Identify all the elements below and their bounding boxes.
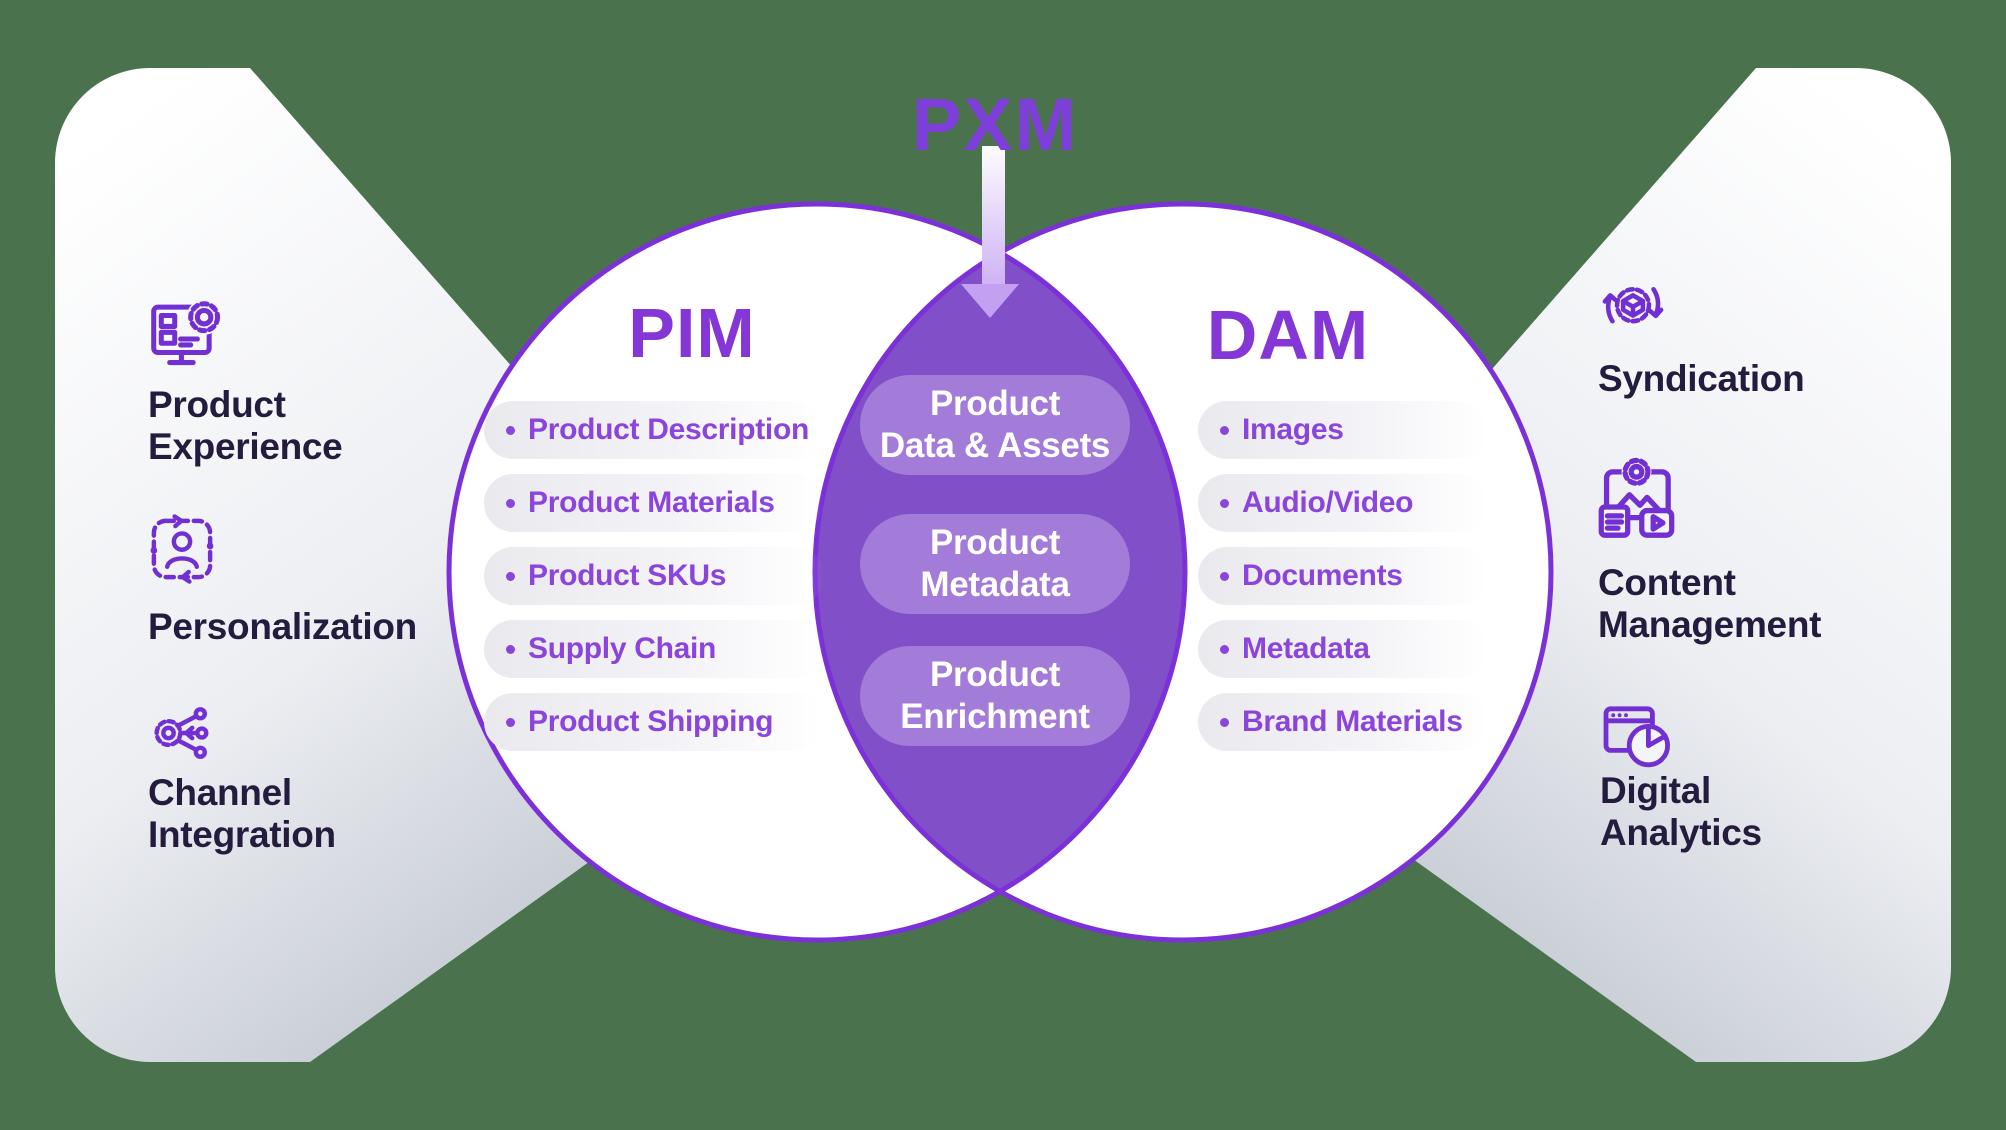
dam-list-item: Images xyxy=(1198,401,1488,459)
dam-list-item: Metadata xyxy=(1198,620,1488,678)
overlap-pill-product-data-assets: Product Data & Assets xyxy=(860,375,1130,475)
bullet-dot xyxy=(1220,498,1229,508)
bullet-dot xyxy=(506,425,515,435)
dam-list-item: Documents xyxy=(1198,547,1488,605)
bullet-dot xyxy=(1220,644,1229,654)
label-personalization: Personalization xyxy=(148,606,417,647)
label-digital-analytics: Digital Analytics xyxy=(1600,770,1762,853)
monitor-gear-icon xyxy=(147,292,231,376)
dam-list-item: Brand Materials xyxy=(1198,693,1488,751)
overlap-pill-product-enrichment: Product Enrichment xyxy=(860,646,1130,746)
bullet-dot xyxy=(506,571,515,581)
browser-pie-chart-icon xyxy=(1598,696,1678,776)
pxm-arrow-head xyxy=(961,284,1019,318)
pim-list-item: Product Shipping xyxy=(484,693,824,751)
bullet-dot xyxy=(506,717,515,727)
user-sync-icon xyxy=(145,512,219,586)
pim-list-item: Product SKUs xyxy=(484,547,824,605)
bullet-dot xyxy=(1220,571,1229,581)
label-channel-integration: Channel Integration xyxy=(148,772,336,855)
pim-circle-outline xyxy=(446,201,1188,943)
pim-list-item: Product Description xyxy=(484,401,824,459)
label-syndication: Syndication xyxy=(1598,358,1805,399)
dam-list-item: Audio/Video xyxy=(1198,474,1488,532)
overlap-pill-product-metadata: Product Metadata xyxy=(860,514,1130,614)
bullet-dot xyxy=(506,498,515,508)
media-gear-icon xyxy=(1596,456,1684,544)
label-product-experience: Product Experience xyxy=(148,384,343,467)
gear-network-icon xyxy=(150,696,224,770)
pxm-arrow-shaft xyxy=(982,146,1005,286)
pim-list-item: Supply Chain xyxy=(484,620,824,678)
pim-title: PIM xyxy=(628,294,756,372)
bullet-dot xyxy=(506,644,515,654)
dam-title: DAM xyxy=(1206,296,1370,374)
pim-list-item: Product Materials xyxy=(484,474,824,532)
bullet-dot xyxy=(1220,425,1229,435)
pxm-heading: PXM xyxy=(911,83,1079,166)
bullet-dot xyxy=(1220,717,1229,727)
cube-gear-cycle-icon xyxy=(1595,268,1671,344)
label-content-management: Content Management xyxy=(1598,562,1822,645)
